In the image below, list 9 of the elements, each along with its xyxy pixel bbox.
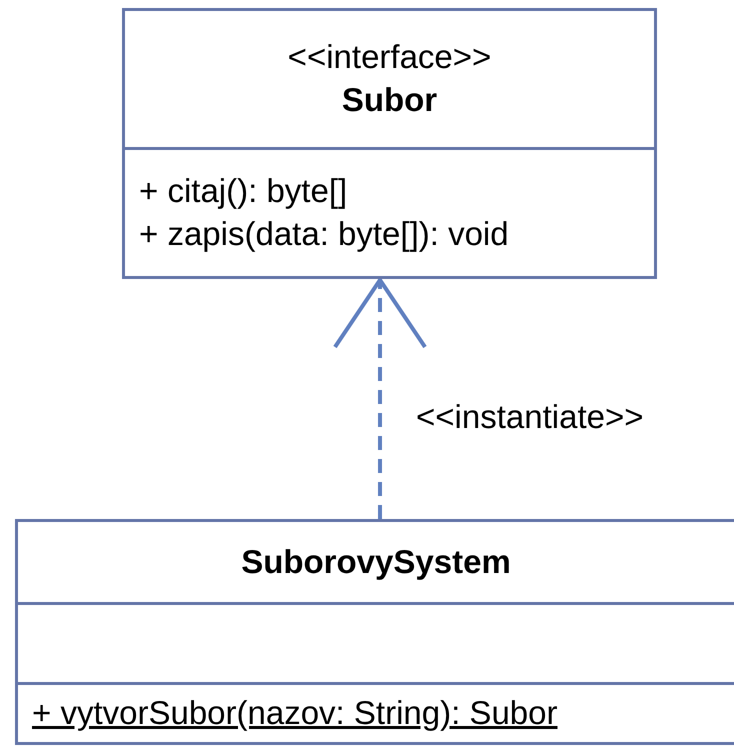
method-text: + zapis(data: byte[]): void (138, 214, 509, 254)
class-name: Subor (342, 80, 438, 120)
dependency-arrow (333, 278, 427, 519)
stereotype-label: <<interface>> (288, 37, 492, 78)
method-text: + vytvorSubor(nazov: String): Subor (31, 693, 558, 734)
class-name: SuborovySystem (241, 542, 511, 582)
class-box (15, 519, 734, 745)
method-text: + citaj(): byte[] (138, 171, 348, 212)
class-box (122, 8, 657, 279)
